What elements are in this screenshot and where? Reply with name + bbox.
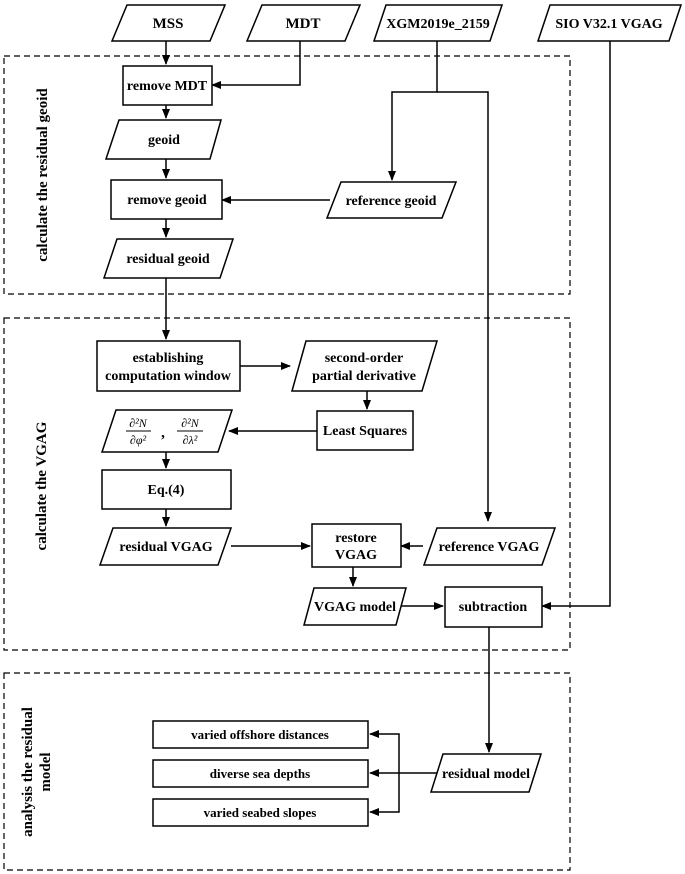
node-subtraction-label: subtraction bbox=[459, 600, 528, 615]
group-label-analysis-line2: model bbox=[38, 752, 54, 791]
input-mss: MSS bbox=[110, 4, 227, 42]
node-offshore-distances: varied offshore distances bbox=[152, 720, 369, 749]
node-second-order-line1: second-order bbox=[325, 351, 404, 366]
node-second-order-line2: partial derivative bbox=[312, 369, 416, 384]
node-residual-geoid-label: residual geoid bbox=[126, 252, 210, 267]
node-remove-mdt-label: remove MDT bbox=[127, 79, 208, 94]
node-reference-vgag-label: reference VGAG bbox=[439, 540, 540, 555]
node-least-squares: Least Squares bbox=[316, 410, 414, 451]
input-sio: SIO V32.1 VGAG bbox=[536, 4, 683, 42]
node-reference-vgag: reference VGAG bbox=[422, 527, 557, 566]
node-derivatives: ∂²N ∂φ² , ∂²N ∂λ² bbox=[100, 409, 234, 453]
node-residual-vgag-label: residual VGAG bbox=[119, 540, 212, 555]
input-xgm-label: XGM2019e_2159 bbox=[386, 17, 489, 32]
group-label-analysis-line1: analysis the residual bbox=[20, 707, 36, 837]
node-restore-line1: restore bbox=[335, 531, 376, 546]
input-mss-label: MSS bbox=[153, 16, 184, 32]
node-remove-geoid-label: remove geoid bbox=[127, 193, 207, 208]
node-sea-depths: diverse sea depths bbox=[152, 759, 369, 788]
input-mdt-label: MDT bbox=[286, 16, 321, 32]
node-vgag-model-label: VGAG model bbox=[314, 600, 396, 615]
node-seabed-slopes: varied seabed slopes bbox=[152, 798, 369, 827]
node-remove-mdt: remove MDT bbox=[122, 65, 213, 106]
node-establishing-line2: computation window bbox=[105, 369, 232, 384]
node-establishing-line1: establishing bbox=[133, 351, 204, 366]
node-second-order-derivative: second-order partial derivative bbox=[291, 340, 439, 392]
node-residual-geoid: residual geoid bbox=[102, 238, 235, 279]
arrow-xgm-to-reference-geoid bbox=[388, 41, 438, 181]
node-reference-geoid-label: reference geoid bbox=[346, 194, 437, 209]
input-mdt: MDT bbox=[245, 4, 362, 42]
group-vgag bbox=[3, 317, 571, 651]
node-eq4-label: Eq.(4) bbox=[148, 483, 185, 498]
derivative-phi-denominator: ∂φ² bbox=[130, 433, 147, 447]
input-sio-label: SIO V32.1 VGAG bbox=[555, 17, 662, 32]
node-remove-geoid: remove geoid bbox=[110, 179, 223, 220]
arrow-residual-model-to-slopes bbox=[369, 773, 400, 816]
node-establishing-window: establishing computation window bbox=[96, 340, 241, 392]
node-restore-vgag: restore VGAG bbox=[311, 523, 402, 568]
node-geoid: geoid bbox=[104, 119, 222, 160]
arrow-residual-model-to-offshore bbox=[369, 730, 400, 773]
node-residual-model-label: residual model bbox=[442, 767, 530, 782]
node-least-squares-label: Least Squares bbox=[323, 424, 408, 439]
arrow-xgm-to-reference-vgag bbox=[437, 91, 492, 522]
node-restore-line2: VGAG bbox=[335, 548, 377, 563]
derivative-lambda-denominator: ∂λ² bbox=[183, 433, 198, 447]
node-geoid-label: geoid bbox=[148, 133, 180, 148]
node-residual-model: residual model bbox=[429, 753, 543, 793]
node-slopes-label: varied seabed slopes bbox=[204, 805, 317, 820]
input-xgm: XGM2019e_2159 bbox=[372, 4, 504, 42]
node-reference-geoid: reference geoid bbox=[325, 181, 458, 219]
node-depths-label: diverse sea depths bbox=[210, 766, 310, 781]
node-offshore-label: varied offshore distances bbox=[191, 727, 329, 742]
group-analysis bbox=[3, 672, 571, 871]
group-label-residual-geoid: calculate the residual geoid bbox=[35, 88, 51, 262]
derivative-separator: , bbox=[161, 425, 165, 441]
arrow-sio-to-subtraction bbox=[541, 41, 611, 610]
node-subtraction: subtraction bbox=[444, 586, 543, 628]
derivative-phi-numerator: ∂²N bbox=[129, 416, 148, 430]
node-residual-vgag: residual VGAG bbox=[98, 527, 233, 566]
group-residual-geoid bbox=[3, 55, 571, 295]
group-label-vgag: calculate the VGAG bbox=[34, 421, 50, 550]
arrow-mdt-to-remove-mdt bbox=[211, 41, 301, 89]
node-vgag-model: VGAG model bbox=[303, 587, 407, 626]
node-eq4: Eq.(4) bbox=[101, 469, 232, 510]
derivative-lambda-numerator: ∂²N bbox=[181, 416, 200, 430]
